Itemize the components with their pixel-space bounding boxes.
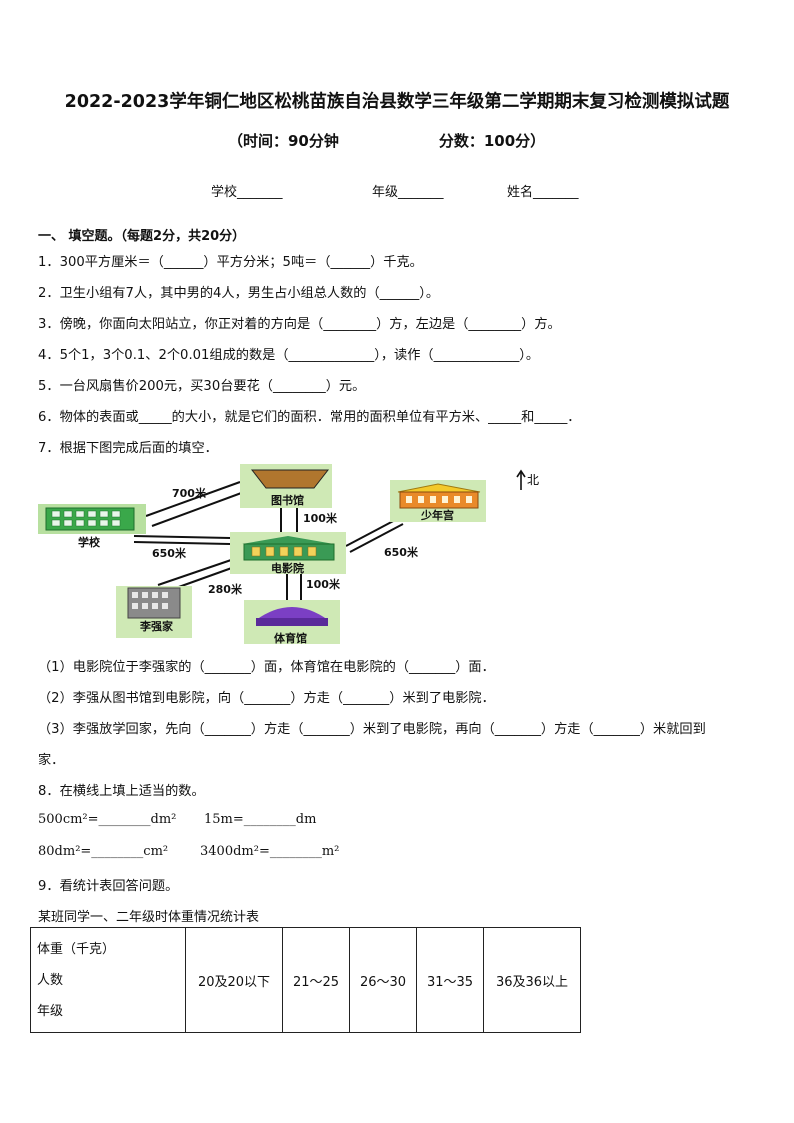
head-weight: 体重（千克） xyxy=(37,942,116,957)
library-label: 图书馆 xyxy=(271,493,304,507)
question-9: 9．看统计表回答问题。 xyxy=(38,879,179,894)
exam-meta: （时间：90分钟 分数：100分） xyxy=(228,130,545,151)
question-8: 8．在横线上填上适当的数。 xyxy=(38,784,205,799)
home-label: 李强家 xyxy=(139,619,174,633)
col-header-5: 36及36以上 xyxy=(483,927,581,1033)
question-7-3: （3）李强放学回家，先向（_______）方走（_______）米到了电影院，再… xyxy=(38,722,706,737)
table-row: 体重（千克） 人数 年级 20及20以下 21～25 26～30 31～35 3… xyxy=(30,927,581,1033)
question-7-1: （1）电影院位于李强家的（_______）面，体育馆在电影院的（_______）… xyxy=(38,660,495,675)
gym-building xyxy=(244,600,340,644)
school-building xyxy=(38,504,146,534)
question-7: 7．根据下图完成后面的填空． xyxy=(38,441,218,456)
question-6: 6．物体的表面或_____的大小，就是它们的面积．常用的面积单位有平方米、___… xyxy=(38,410,581,425)
north-label: 北 xyxy=(527,473,539,487)
school-field[interactable]: 学校_______ xyxy=(211,185,283,200)
question-4: 4．5个1，3个0.1、2个0.01组成的数是（_____________），读… xyxy=(38,348,540,363)
question-7-2: （2）李强从图书馆到电影院，向（_______）方走（_______）米到了电影… xyxy=(38,691,495,706)
question-5: 5．一台风扇售价200元，买30台要花（________）元。 xyxy=(38,379,366,394)
exam-score: 分数：100分） xyxy=(438,132,546,150)
table-header-cell: 体重（千克） 人数 年级 xyxy=(30,927,186,1033)
question-3: 3．傍晚，你面向太阳站立，你正对着的方向是（________）方，左边是（___… xyxy=(38,317,561,332)
school-label: 学校 xyxy=(78,535,101,549)
q8-blank-d: 3400dm²=________m² xyxy=(200,844,340,859)
distance-cinema-palace: 650米 xyxy=(384,545,419,559)
gym-label: 体育馆 xyxy=(274,631,307,644)
col-header-1: 20及20以下 xyxy=(185,927,283,1033)
question-7-3-cont: 家． xyxy=(38,753,65,768)
q8-blank-b: 15m=________dm xyxy=(204,812,317,827)
youth-palace-label: 少年宫 xyxy=(420,508,454,522)
map-figure: 北 图书馆 学校 少年宫 电影院 李强家 体育馆 700米 100米 650米 … xyxy=(38,464,539,644)
cinema-label: 电影院 xyxy=(271,561,304,575)
cinema-building xyxy=(230,532,346,574)
col-header-2: 21～25 xyxy=(282,927,350,1033)
youth-palace-building xyxy=(390,480,486,522)
col-header-4: 31～35 xyxy=(416,927,484,1033)
section-heading: 一、 填空题。（每题2分，共20分） xyxy=(38,229,246,244)
question-2: 2．卫生小组有7人，其中男的4人，男生占小组总人数的（______）。 xyxy=(38,286,440,301)
col-header-3: 26～30 xyxy=(349,927,417,1033)
roads xyxy=(133,481,404,600)
distance-library-cinema: 100米 xyxy=(303,511,338,525)
library-building xyxy=(240,464,332,508)
distance-home-cinema: 280米 xyxy=(208,582,243,596)
distance-cinema-gym: 100米 xyxy=(306,577,341,591)
head-people: 人数 xyxy=(37,973,64,988)
grade-field[interactable]: 年级_______ xyxy=(372,185,444,200)
home-building xyxy=(116,586,192,638)
distance-school-cinema: 650米 xyxy=(152,546,187,560)
table-caption: 某班同学一、二年级时体重情况统计表 xyxy=(38,910,260,925)
page-title: 2022-2023学年铜仁地区松桃苗族自治县数学三年级第二学期期末复习检测模拟试… xyxy=(64,92,730,112)
distance-school-library: 700米 xyxy=(172,486,207,500)
q8-blank-a: 500cm²=________dm² xyxy=(38,812,177,827)
north-arrow-icon xyxy=(516,469,526,490)
weight-table: 体重（千克） 人数 年级 20及20以下 21～25 26～30 31～35 3… xyxy=(30,927,581,1033)
head-grade: 年级 xyxy=(37,1004,64,1019)
exam-time: （时间：90分钟 xyxy=(228,132,339,150)
name-field[interactable]: 姓名_______ xyxy=(507,185,579,200)
question-1: 1．300平方厘米＝（______）平方分米；5吨＝（______）千克。 xyxy=(38,255,423,270)
q8-blank-c: 80dm²=________cm² xyxy=(38,844,169,859)
